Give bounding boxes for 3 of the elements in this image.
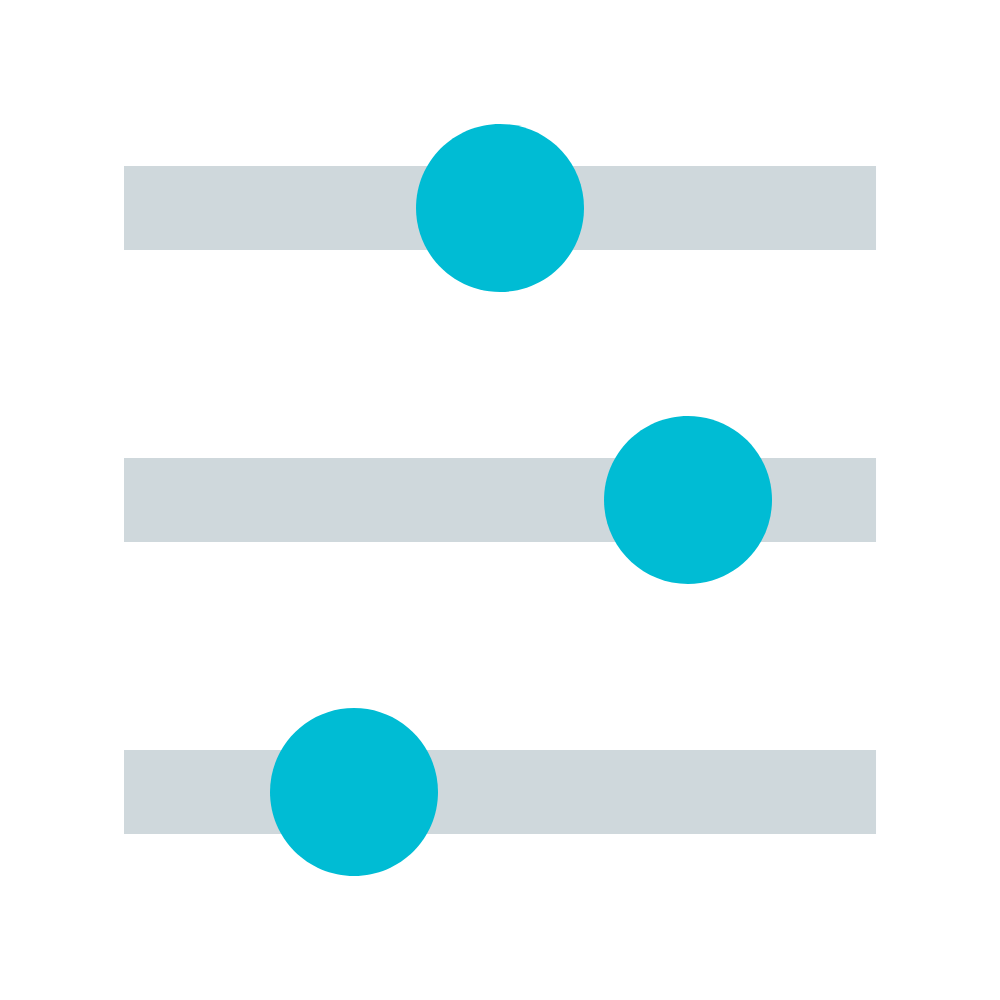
slider-knob [604,416,772,584]
slider-knob [270,708,438,876]
slider-knob [416,124,584,292]
